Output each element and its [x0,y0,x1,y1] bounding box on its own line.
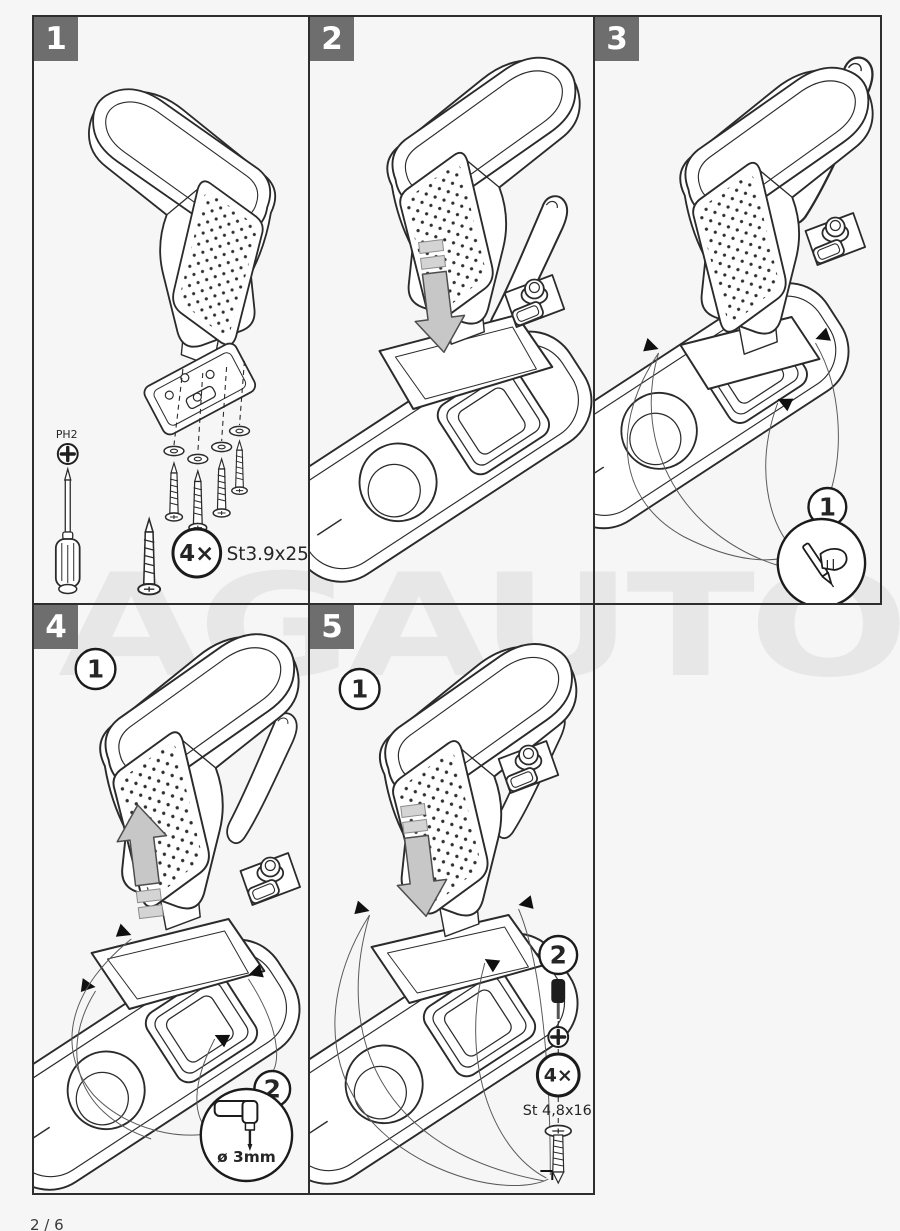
black-arrowhead-icon [777,398,794,412]
panel-2-drawing [310,56,593,602]
washer-icon [163,445,185,457]
black-arrowhead-icon [248,964,264,978]
panel-step-5: 5 1 [308,603,595,1195]
panel-1-drawing: PH2 4× St3.9x25 [54,88,308,596]
tool-size-label: PH2 [56,428,78,441]
callout-circle-2 [538,934,579,976]
quantity-label: 4× [544,1065,573,1087]
callout-number: 2 [550,941,567,970]
panel-5-drawing: 1 [310,643,593,1193]
drill-size-label: ø 3mm [217,1148,276,1166]
screw-spec-label: St 4,8x16 [523,1103,592,1119]
callout-number: 1 [87,655,104,684]
black-arrowhead-icon [518,895,534,909]
step-number: 4 [34,605,78,649]
screw-spec-label: St3.9x25 [227,544,308,565]
marking-arrowheads [354,895,534,973]
quantity-circle [171,527,223,579]
page-number: 2 / 6 [30,1216,64,1231]
screw-icon [231,440,248,496]
black-arrowhead-icon [115,923,132,937]
leader-lines [626,342,839,567]
step-number: 1 [34,17,78,61]
screw-icon [164,462,184,522]
phillips-head-icon [56,442,80,466]
panel-step-2: 2 [308,15,595,605]
black-arrowhead-icon [214,1034,231,1048]
quantity-label: 4× [179,541,214,567]
exploded-guide-lines [173,360,246,454]
washer-icon [187,453,209,465]
callout-number: 1 [819,493,836,522]
black-arrowhead-icon [484,959,501,973]
panel-step-1: 1 PH2 4× [32,15,310,605]
marking-arrowheads [643,327,831,412]
bit-icon [551,979,566,1019]
panel-3-drawing: 1 [595,56,874,603]
washer-icon [210,441,233,453]
marking-arrowheads [80,923,264,1048]
black-arrowhead-icon [354,900,370,915]
callout-number: 1 [351,675,368,704]
armrest-illustration [87,88,277,368]
step-number: 3 [595,17,639,61]
console-knob-illustration [239,852,301,906]
quantity-circle [535,1052,581,1098]
screw-icon [188,470,208,533]
mounting-bracket-illustration [90,918,266,1010]
leader-lines [334,908,551,1186]
black-arrowhead-icon [643,338,659,352]
screw-icon [137,518,162,596]
black-arrowhead-icon [815,327,831,341]
step-number: 5 [310,605,354,649]
callout-circle-1 [338,667,381,711]
screw-icon [212,458,231,518]
phillips-head-icon [546,1025,570,1049]
leader-lines [71,938,278,1140]
console-knob-illustration [804,212,867,266]
panel-step-4: 4 1 [32,603,310,1195]
armrest-illustration [679,66,874,356]
callout-circle-1 [74,647,117,691]
mounting-plate-illustration [143,342,257,436]
screwdriver-icon [54,468,81,595]
screw-icon [544,1124,573,1184]
washer-icon [228,425,251,437]
panel-4-drawing: 1 [34,633,308,1193]
panel-step-3: 3 1 [593,15,882,605]
step-number: 2 [310,17,354,61]
